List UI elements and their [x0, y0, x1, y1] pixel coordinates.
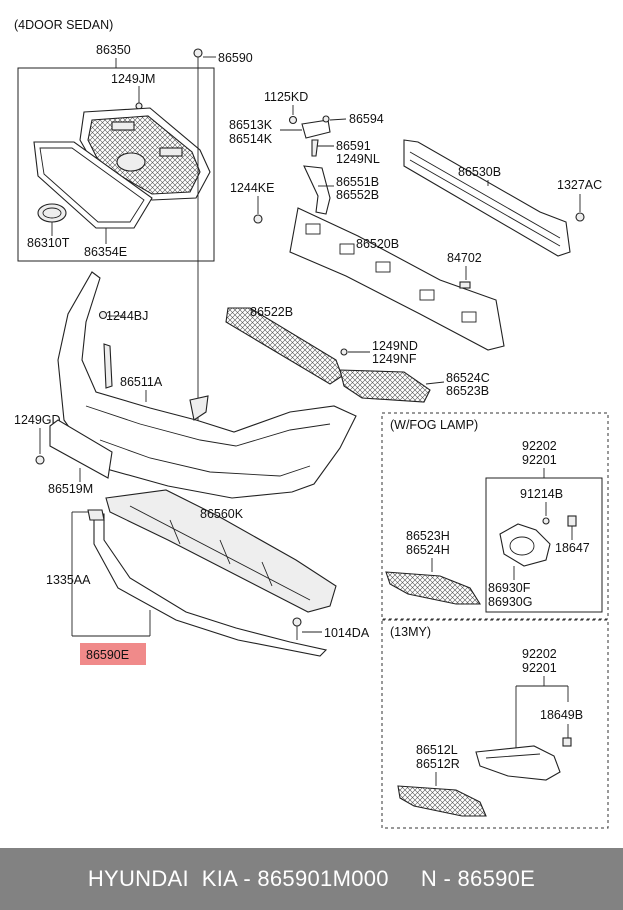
label-86551B: 86551B: [336, 175, 379, 189]
label-1249NL: 1249NL: [336, 152, 380, 166]
label-86524C: 86524C: [446, 371, 490, 385]
emblem-part: [37, 203, 67, 223]
bracket-86513K: [301, 119, 331, 139]
lower-grille-part: [225, 307, 343, 385]
part-number-footer: HYUNDAI KIA - 865901M000 N - 86590E: [0, 848, 623, 910]
label-1335AA: 1335AA: [46, 573, 91, 587]
fog-cover-86523H: [385, 571, 481, 605]
label-86519M: 86519M: [48, 482, 93, 496]
footer-text: HYUNDAI KIA - 865901M000 N - 86590E: [87, 866, 536, 891]
bolt-86591: [311, 139, 319, 157]
label-1249NF: 1249NF: [372, 352, 417, 366]
label-92202-a: 92202: [522, 439, 557, 453]
highlight-86590E: [80, 643, 146, 665]
bolt-1125KD: [288, 115, 298, 125]
under-cover-part: [105, 489, 337, 613]
screw-1249GD: [35, 455, 45, 465]
bulb-18649B: [562, 737, 572, 747]
label-86514K: 86514K: [229, 132, 273, 146]
nut-1327AC: [575, 212, 585, 222]
label-86530B: 86530B: [458, 165, 501, 179]
front-bumper-cover-part: [57, 271, 357, 499]
label-86560K: 86560K: [200, 507, 244, 521]
label-86590E: 86590E: [86, 648, 129, 662]
label-86350: 86350: [96, 43, 131, 57]
label-18649B: 18649B: [540, 708, 583, 722]
label-86513K: 86513K: [229, 118, 273, 132]
label-86520B: 86520B: [356, 237, 399, 251]
label-92202-b: 92202: [522, 647, 557, 661]
bracket-86551B: [303, 165, 331, 215]
screw-1244BJ: [98, 310, 108, 320]
screw-1249ND: [340, 348, 348, 356]
label-92201-a: 92201: [522, 453, 557, 467]
label-86552B: 86552B: [336, 188, 379, 202]
label-86523H: 86523H: [406, 529, 450, 543]
label-91214B: 91214B: [520, 487, 563, 501]
label-1327AC: 1327AC: [557, 178, 602, 192]
label-86310T: 86310T: [27, 236, 70, 250]
label-86354E: 86354E: [84, 245, 127, 259]
label-86512R: 86512R: [416, 757, 460, 771]
label-18647: 18647: [555, 541, 590, 555]
license-bracket-part: [49, 419, 113, 479]
front-lip-spoiler-part: [93, 513, 328, 657]
grille-molding-part: [33, 141, 153, 229]
bulb-18647: [567, 515, 577, 527]
grille-emblem-mount: [116, 152, 146, 172]
fog-cover-86524C: [339, 369, 431, 403]
screw-1014DA: [292, 617, 302, 640]
fog-box-title: (W/FOG LAMP): [390, 418, 478, 432]
13my-box-title: (13MY): [390, 625, 431, 639]
clip-86594: [322, 115, 330, 123]
diagram-title: (4DOOR SEDAN): [14, 18, 113, 32]
13my-box: [381, 619, 609, 829]
screw-1244KE: [253, 214, 263, 224]
label-1244BJ: 1244BJ: [106, 309, 148, 323]
label-86594: 86594: [349, 112, 384, 126]
label-1014DA: 1014DA: [324, 626, 370, 640]
label-86930G: 86930G: [488, 595, 532, 609]
label-86511A: 86511A: [120, 375, 163, 389]
drl-lamp-part: [475, 745, 561, 781]
label-84702: 84702: [447, 251, 482, 265]
parts-diagram: (4DOOR SEDAN) 86350 1249JM 86310T 86354E…: [14, 18, 609, 829]
label-86522B: 86522B: [250, 305, 293, 319]
label-86523B: 86523B: [446, 384, 489, 398]
part-84702: [459, 281, 471, 289]
cover-86512L: [397, 785, 487, 817]
screw-86590: [193, 48, 203, 68]
label-92201-b: 92201: [522, 661, 557, 675]
label-86930F: 86930F: [488, 581, 531, 595]
fog-lamp-part: [499, 523, 551, 567]
label-86590-top: 86590: [218, 51, 253, 65]
bulb-91214B: [542, 517, 550, 525]
fog-lamp-sub-box: [485, 477, 603, 613]
label-1244KE: 1244KE: [230, 181, 274, 195]
label-1249GD: 1249GD: [14, 413, 61, 427]
label-86524H: 86524H: [406, 543, 450, 557]
label-1249JM: 1249JM: [111, 72, 155, 86]
energy-absorber-part: [289, 207, 505, 351]
label-1125KD: 1125KD: [264, 90, 308, 104]
bumper-beam-part: [403, 139, 571, 257]
spoiler-clip: [87, 509, 105, 521]
label-86591: 86591: [336, 139, 371, 153]
label-86512L: 86512L: [416, 743, 458, 757]
label-1249ND: 1249ND: [372, 339, 418, 353]
